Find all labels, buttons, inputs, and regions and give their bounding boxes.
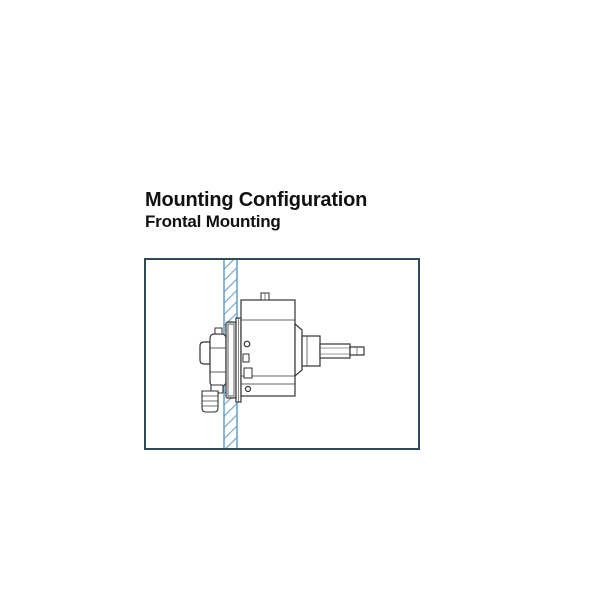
section-subtitle: Frontal Mounting [145, 212, 281, 231]
cable-connector-icon [201, 384, 224, 413]
gear-unit-body-icon [199, 292, 303, 403]
mounting-diagram [144, 258, 420, 450]
output-shaft-icon [301, 335, 365, 367]
section-title: Mounting Configuration [145, 189, 368, 211]
mounting-diagram-svg [144, 258, 420, 450]
